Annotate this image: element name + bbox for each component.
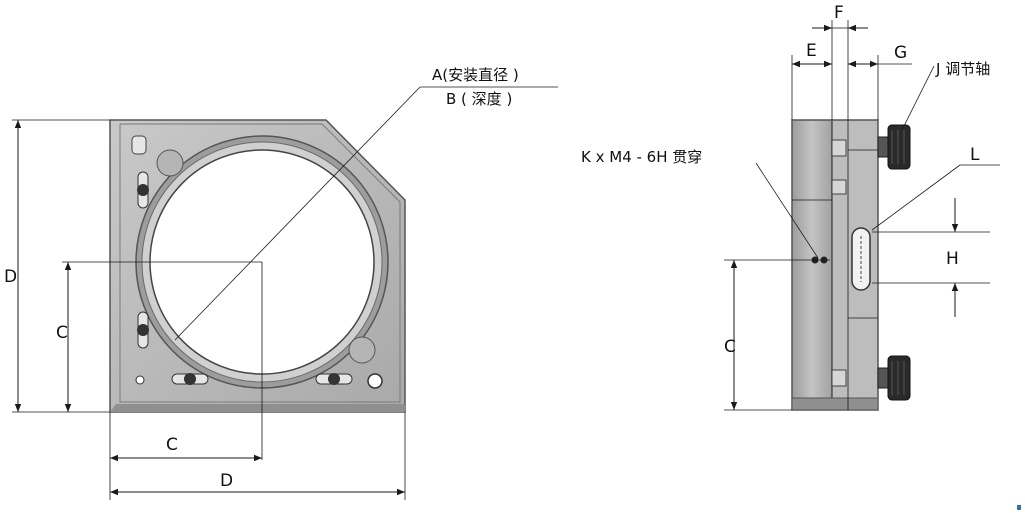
side-view: F E G J 调节轴 K x M4 - 6H 贯穿 L H C <box>581 3 1021 510</box>
side-block-top-2 <box>831 179 847 195</box>
dim-e: E <box>806 41 817 61</box>
corner-hole-bottom-left <box>135 375 145 385</box>
adjustment-knob-top <box>887 124 911 170</box>
dim-c-side: C <box>724 337 736 357</box>
dim-c-horizontal: C <box>166 435 178 455</box>
label-l: L <box>970 145 980 165</box>
side-body-front-plate <box>791 119 833 411</box>
corner-mark <box>1017 505 1021 510</box>
label-b-depth: B ( 深度 ) <box>446 90 512 108</box>
label-k-threaded-holes: K x M4 - 6H 贯穿 <box>581 148 702 166</box>
dim-d-vertical: D <box>4 267 17 287</box>
corner-hole-bottom-right <box>367 373 383 389</box>
corner-slot-top <box>131 135 147 155</box>
label-j-adjuster: J 调节轴 <box>935 60 990 78</box>
dim-g: G <box>894 43 907 63</box>
screw-bottom-left <box>184 373 196 385</box>
front-view: A(安装直径 ) B ( 深度 ) D C C D <box>4 66 558 500</box>
dim-d-horizontal: D <box>220 471 233 491</box>
ring-tab-bottom-right <box>348 336 376 364</box>
dim-h: H <box>946 249 959 269</box>
dim-f: F <box>834 3 844 23</box>
screw-left-lower <box>137 324 149 336</box>
screw-bottom-right <box>328 373 340 385</box>
dim-c-vertical: C <box>56 323 68 343</box>
side-body-base <box>791 397 879 411</box>
ring-tab-top-left <box>156 149 184 177</box>
mount-plate-shadow-edge <box>110 404 405 412</box>
adjustment-knob-bottom <box>887 355 911 401</box>
side-block-bottom <box>831 369 847 387</box>
screw-left-upper <box>137 184 149 196</box>
side-block-top <box>831 139 847 157</box>
label-a-mount-diameter: A(安装直径 ) <box>432 66 519 84</box>
mount-plate-inner-edge <box>119 123 401 403</box>
